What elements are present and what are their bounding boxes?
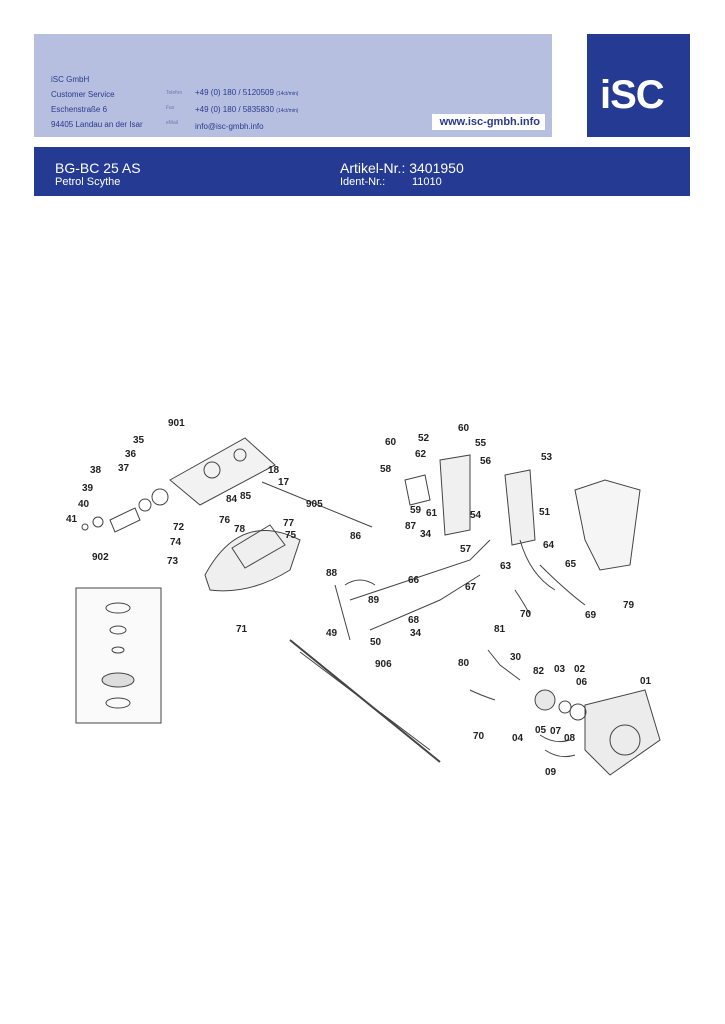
part-label-55: 55 <box>475 438 487 449</box>
part-label-02: 02 <box>574 664 586 675</box>
part-label-17: 17 <box>278 477 290 488</box>
company-address: iSC GmbH Customer Service Eschenstraße 6… <box>51 72 143 132</box>
part-label-08: 08 <box>564 733 576 744</box>
part-label-34b: 34 <box>410 628 422 639</box>
part-label-66: 66 <box>408 575 420 586</box>
part-label-75: 75 <box>285 530 297 541</box>
logo-text: iSC <box>600 73 665 117</box>
part-label-69: 69 <box>585 610 597 621</box>
part-label-71: 71 <box>236 624 248 635</box>
part-label-57: 57 <box>460 544 472 555</box>
part-label-74: 74 <box>170 537 182 548</box>
part-label-53: 53 <box>541 452 553 463</box>
part-label-05: 05 <box>535 725 547 736</box>
email-address[interactable]: info@isc-gmbh.info <box>195 122 264 131</box>
part-label-03: 03 <box>554 664 566 675</box>
part-label-77: 77 <box>283 518 295 529</box>
part-label-80: 80 <box>458 658 470 669</box>
product-name: Petrol Scythe <box>55 176 121 188</box>
part-label-902: 902 <box>92 552 109 563</box>
part-label-60: 60 <box>458 423 470 434</box>
part-label-04: 04 <box>512 733 524 744</box>
part-label-88: 88 <box>326 568 338 579</box>
part-label-72: 72 <box>173 522 185 533</box>
part-label-78: 78 <box>234 524 246 535</box>
part-label-70b: 70 <box>473 731 485 742</box>
part-label-85: 85 <box>240 491 252 502</box>
part-label-18: 18 <box>268 465 280 476</box>
part-label-81: 81 <box>494 624 506 635</box>
product-band: BG-BC 25 AS Petrol Scythe Artikel-Nr.: 3… <box>34 147 690 196</box>
ident-value: 11010 <box>412 176 442 188</box>
part-label-79: 79 <box>623 600 635 611</box>
email-label: eMail <box>166 120 178 126</box>
ident-label: Ident-Nr.: <box>340 176 386 188</box>
part-label-54: 54 <box>470 510 482 521</box>
part-label-58: 58 <box>380 464 392 475</box>
department: Customer Service <box>51 90 115 99</box>
part-label-35: 35 <box>133 435 145 446</box>
part-label-84: 84 <box>226 494 238 505</box>
part-label-52: 52 <box>418 433 430 444</box>
part-label-82: 82 <box>533 666 545 677</box>
part-label-59: 59 <box>410 505 422 516</box>
part-label-49: 49 <box>326 628 338 639</box>
part-label-37: 37 <box>118 463 130 474</box>
part-label-01: 01 <box>640 676 652 687</box>
part-label-65: 65 <box>565 559 577 570</box>
part-label-56: 56 <box>480 456 492 467</box>
part-label-41: 41 <box>66 514 78 525</box>
part-label-68: 68 <box>408 615 420 626</box>
city: 94405 Landau an der Isar <box>51 120 143 129</box>
contact-header: iSC GmbH Customer Service Eschenstraße 6… <box>34 34 552 137</box>
part-label-87: 87 <box>405 521 417 532</box>
part-label-36: 36 <box>125 449 137 460</box>
artikel-label: Artikel-Nr.: <box>340 160 406 176</box>
part-label-50: 50 <box>370 637 382 648</box>
part-label-63: 63 <box>500 561 512 572</box>
company-name: iSC GmbH <box>51 75 90 84</box>
part-label-07: 07 <box>550 726 562 737</box>
part-label-905: 905 <box>306 499 323 510</box>
phone-note: (14ct/min) <box>276 91 299 97</box>
phone-number: +49 (0) 180 / 5120509 <box>195 88 274 97</box>
fax-number: +49 (0) 180 / 5835830 <box>195 105 274 114</box>
part-number-labels: 901 35 36 37 38 39 40 41 902 18 17 905 8… <box>66 418 652 778</box>
contact-labels: Telefon Fax eMail <box>166 86 182 131</box>
part-label-76: 76 <box>219 515 231 526</box>
part-label-39: 39 <box>82 483 94 494</box>
artikel-number: Artikel-Nr.: 3401950 <box>340 160 464 176</box>
part-label-51: 51 <box>539 507 551 518</box>
fax-note: (14ct/min) <box>276 108 299 114</box>
part-label-09: 09 <box>545 767 557 778</box>
model-name: BG-BC 25 AS <box>55 160 141 176</box>
part-label-89: 89 <box>368 595 380 606</box>
isc-logo: iSC <box>587 34 690 137</box>
part-label-86: 86 <box>350 531 362 542</box>
part-label-60b: 60 <box>385 437 397 448</box>
part-label-906: 906 <box>375 659 392 670</box>
part-label-34: 34 <box>420 529 432 540</box>
fax-label: Fax <box>166 105 175 111</box>
part-label-40: 40 <box>78 499 90 510</box>
website-link[interactable]: www.isc-gmbh.info <box>431 114 545 130</box>
artikel-value: 3401950 <box>409 160 464 176</box>
part-label-64: 64 <box>543 540 555 551</box>
part-label-62: 62 <box>415 449 427 460</box>
part-label-30: 30 <box>510 652 522 663</box>
part-label-67: 67 <box>465 582 477 593</box>
exploded-parts-diagram: 901 35 36 37 38 39 40 41 902 18 17 905 8… <box>66 418 661 778</box>
part-label-901: 901 <box>168 418 185 429</box>
street: Eschenstraße 6 <box>51 105 108 114</box>
contact-values: +49 (0) 180 / 5120509 (14ct/min) +49 (0)… <box>195 85 298 134</box>
part-label-06: 06 <box>576 677 588 688</box>
phone-label: Telefon <box>166 90 183 96</box>
part-label-70: 70 <box>520 609 532 620</box>
part-label-61: 61 <box>426 508 438 519</box>
part-label-38: 38 <box>90 465 102 476</box>
part-label-73: 73 <box>167 556 179 567</box>
diagram-drawing <box>75 437 661 776</box>
